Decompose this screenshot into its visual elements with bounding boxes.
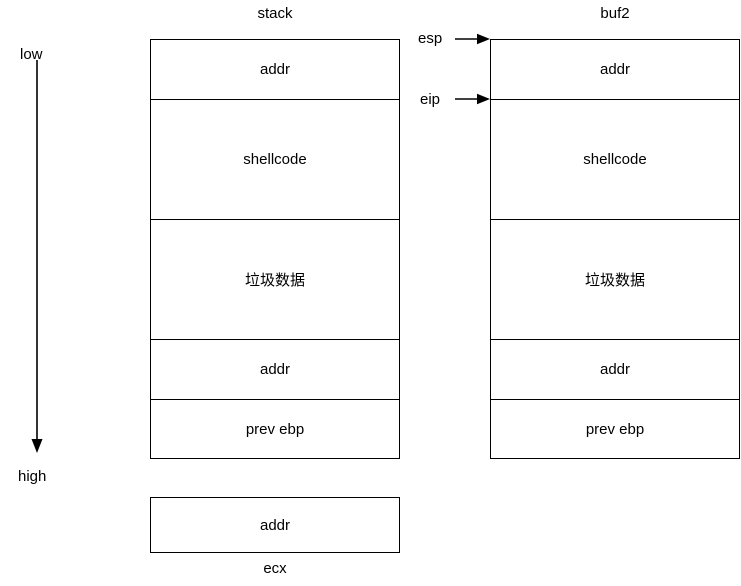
low-high-arrow: [31, 60, 43, 453]
buf2-cell-prev-ebp: prev ebp: [585, 420, 645, 438]
stack-column-title: stack: [257, 5, 293, 22]
stack-column: addr shellcode 垃圾数据 addr prev ebp: [150, 39, 400, 459]
buf2-cell-junk-data: 垃圾数据: [491, 220, 739, 340]
stack-cell-addr: addr: [151, 340, 399, 400]
low-label: low: [20, 46, 43, 63]
buf2-column-title: buf2: [600, 5, 630, 22]
stack-cell-shellcode: shellcode: [151, 100, 399, 220]
ecx-box: addr: [150, 497, 400, 553]
buf2-cell-shellcode: shellcode: [491, 100, 739, 220]
esp-pointer-label: esp: [418, 30, 443, 47]
stack-cell-junk-data: 垃圾数据: [151, 220, 399, 340]
esp-arrow: [455, 33, 490, 45]
eip-arrow: [455, 93, 490, 105]
buf2-cell-addr-top: addr: [491, 40, 739, 100]
high-label: high: [18, 468, 47, 485]
stack-cell-prev-ebp: prev ebp: [245, 420, 305, 438]
eip-pointer-label: eip: [420, 91, 441, 108]
ecx-caption: ecx: [263, 560, 287, 577]
buf2-cell-addr: addr: [491, 340, 739, 400]
stack-cell-addr-top: addr: [151, 40, 399, 100]
buf2-column: addr shellcode 垃圾数据 addr prev ebp: [490, 39, 740, 459]
